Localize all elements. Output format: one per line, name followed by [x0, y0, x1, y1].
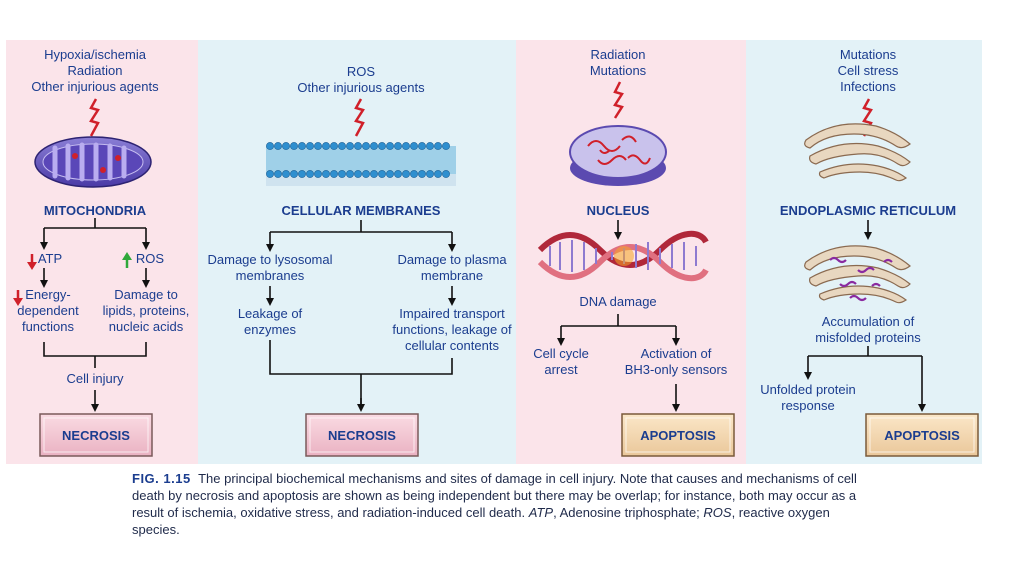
cause-label: Other injurious agents	[297, 80, 425, 95]
outcome-label: APOPTOSIS	[884, 428, 960, 443]
cell-membrane-icon	[266, 142, 456, 186]
abbr-atp: ATP	[528, 505, 554, 520]
lysosomal-damage-label: Damage to lysosomal	[208, 252, 333, 267]
misfolded-proteins-label: Accumulation of	[822, 314, 915, 329]
site-title: MITOCHONDRIA	[44, 203, 147, 218]
impaired-transport-label: cellular contents	[405, 338, 499, 353]
atp-label: ATP	[38, 251, 62, 266]
mitochondrion-icon	[34, 136, 152, 188]
panel-mitochondria-bg	[6, 40, 198, 464]
cause-label: Radiation	[68, 63, 123, 78]
atp-decrease-arrow-icon	[27, 254, 37, 270]
injury-bolt-icon	[89, 98, 100, 137]
cell-cycle-arrest-label: arrest	[544, 362, 578, 377]
cell-cycle-arrest-label: Cell cycle	[533, 346, 589, 361]
outcome-label: NECROSIS	[328, 428, 396, 443]
panel-membranes-bg	[198, 40, 516, 464]
cause-label: Infections	[840, 79, 896, 94]
ros-increase-arrow-icon	[122, 252, 132, 268]
injury-bolt-icon	[613, 81, 624, 119]
apoptosis-box	[865, 413, 979, 457]
impaired-transport-label: Impaired transport	[399, 306, 505, 321]
abbr-ros: ROS	[703, 505, 732, 520]
energy-dependent-functions-label: functions	[22, 319, 75, 334]
abbr-ros-definition: , reactive oxygen species.	[132, 505, 830, 537]
outcome-label: APOPTOSIS	[640, 428, 716, 443]
cause-label: ROS	[347, 64, 376, 79]
dna-damage-label: DNA damage	[579, 294, 656, 309]
necrosis-box	[305, 413, 419, 457]
cause-label: Radiation	[591, 47, 646, 62]
apoptosis-box	[621, 413, 735, 457]
plasma-membrane-damage-label: Damage to plasma	[397, 252, 507, 267]
bh3-activation-label: Activation of	[641, 346, 712, 361]
site-title: CELLULAR MEMBRANES	[282, 203, 441, 218]
cause-label: Cell stress	[838, 63, 899, 78]
lysosomal-damage-label: membranes	[236, 268, 305, 283]
ros-label: ROS	[136, 251, 165, 266]
dna-helix-icon	[537, 230, 709, 282]
site-title: NUCLEUS	[587, 203, 650, 218]
necrosis-box	[39, 413, 153, 457]
connector-lines	[40, 218, 926, 412]
unfolded-protein-response-label: response	[781, 398, 834, 413]
damage-macromolecules-label: lipids, proteins,	[103, 303, 190, 318]
nucleus-icon	[569, 125, 667, 186]
damage-macromolecules-label: nucleic acids	[109, 319, 184, 334]
misfolded-proteins-label: misfolded proteins	[815, 330, 921, 345]
leakage-enzymes-label: enzymes	[244, 322, 297, 337]
outcome-label: NECROSIS	[62, 428, 130, 443]
injury-bolt-icon	[354, 98, 365, 137]
plasma-membrane-damage-label: membrane	[421, 268, 483, 283]
energy-dependent-functions-label: dependent	[17, 303, 79, 318]
cause-label: Mutations	[840, 47, 897, 62]
figure-caption: FIG. 1.15 The principal biochemical mech…	[132, 470, 862, 538]
leakage-enzymes-label: Leakage of	[238, 306, 303, 321]
endoplasmic-reticulum-icon	[804, 123, 911, 182]
impaired-transport-label: functions, leakage of	[392, 322, 512, 337]
unfolded-protein-response-label: Unfolded protein	[760, 382, 855, 397]
energy-decrease-arrow-icon	[13, 290, 23, 306]
cause-label: Other injurious agents	[31, 79, 159, 94]
site-title: ENDOPLASMIC RETICULUM	[780, 203, 956, 218]
energy-dependent-functions-label: Energy-	[25, 287, 71, 302]
cause-label: Mutations	[590, 63, 647, 78]
bh3-activation-label: BH3-only sensors	[625, 362, 728, 377]
abbr-atp-definition: , Adenosine triphosphate;	[553, 505, 704, 520]
cell-injury-label: Cell injury	[66, 371, 124, 386]
er-misfolded-proteins-icon	[804, 245, 911, 304]
cause-label: Hypoxia/ischemia	[44, 47, 147, 62]
caption-text: The principal biochemical mechanisms and…	[132, 471, 857, 520]
figure-label: FIG. 1.15	[132, 471, 191, 486]
damage-macromolecules-label: Damage to	[114, 287, 178, 302]
